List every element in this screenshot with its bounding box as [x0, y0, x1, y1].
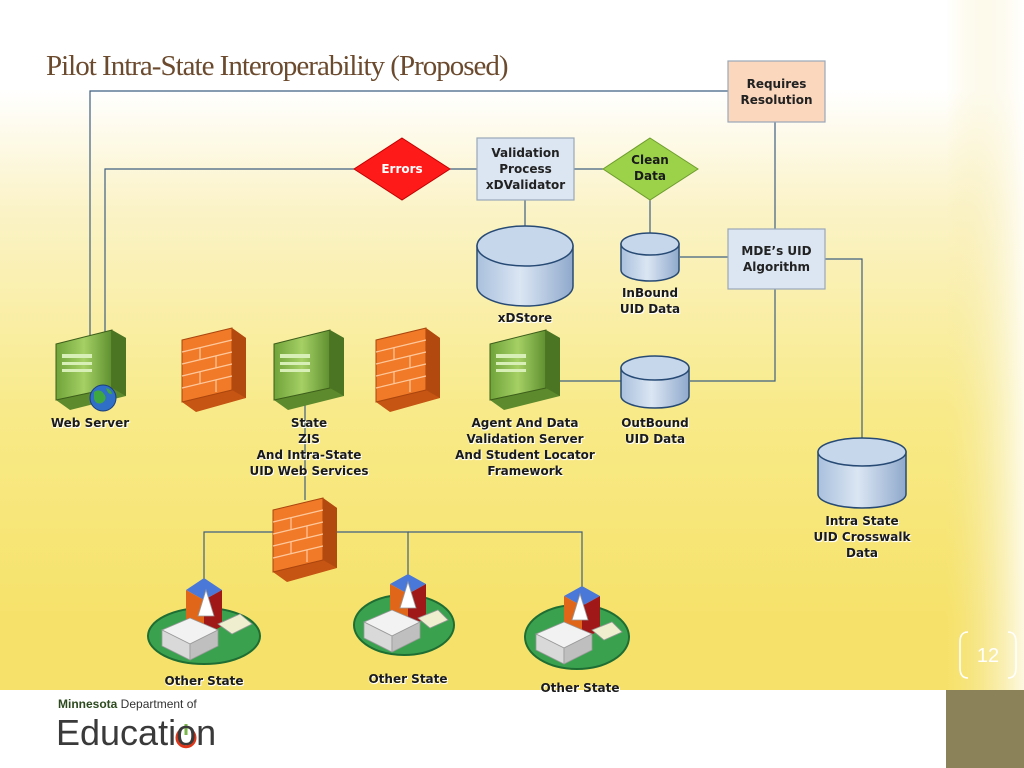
connector-mde-crosswalk: [825, 258, 863, 438]
connector-webserver-errors: [104, 168, 354, 340]
firewall-icon-middle: [375, 327, 440, 412]
connector-bus-right: [408, 531, 583, 600]
building-icon-1: [147, 578, 261, 665]
firewall-icon-bottom: [272, 497, 337, 582]
validation-process-label: Validation Process xDValidator: [485, 146, 566, 192]
crosswalk-database-icon: [817, 437, 907, 509]
state-zis-label: State ZIS And Intra-State UID Web Servic…: [249, 416, 369, 478]
connector-bus-left: [203, 531, 273, 600]
xdstore-database-icon: [476, 225, 574, 307]
state-zis-server-icon: [273, 329, 344, 410]
building-icon-2: [353, 574, 455, 656]
inbound-database-icon: [620, 232, 680, 282]
connector-lines: [89, 90, 863, 600]
requires-resolution-box: [727, 60, 826, 123]
connector-mde-outbound: [690, 289, 776, 382]
clean-data-diamond: [602, 137, 699, 201]
page-number: 12: [976, 645, 1000, 667]
errors-label: Errors: [381, 162, 423, 176]
org-name-top: Minnesota Department of: [58, 697, 197, 711]
page-number-bracket: [959, 631, 1017, 679]
slide-title: Pilot Intra-State Interoperability (Prop…: [46, 50, 509, 82]
crosswalk-label: Intra State UID Crosswalk Data: [813, 514, 911, 560]
other-state-label-2: Other State: [368, 672, 448, 686]
building-icon-3: [524, 586, 630, 670]
connector-webserver-requires: [89, 90, 728, 340]
other-state-label-1: Other State: [164, 674, 244, 688]
mde-uid-algorithm-label: MDE’s UID Algorithm: [741, 244, 812, 274]
inbound-uid-label: InBound UID Data: [619, 286, 681, 316]
globe-icon: [89, 384, 117, 412]
agent-server-icon: [489, 329, 560, 410]
mde-uid-box: [727, 228, 826, 290]
outbound-uid-label: OutBound UID Data: [621, 416, 689, 446]
outbound-database-icon: [620, 355, 690, 409]
education-logo-mark-icon: [175, 724, 197, 749]
agent-server-label: Agent And Data Validation Server And Stu…: [455, 416, 595, 478]
validation-process-box: [476, 137, 575, 201]
firewall-icon-left: [181, 327, 246, 412]
org-name-main: Education: [56, 712, 217, 753]
xdstore-label: xDStore: [497, 311, 553, 325]
requires-resolution-label: Requires Resolution: [740, 76, 813, 107]
other-state-label-3: Other State: [540, 681, 620, 695]
errors-diamond: [353, 137, 451, 201]
web-server-label: Web Server: [50, 416, 130, 430]
clean-data-label: Clean Data: [631, 153, 669, 183]
